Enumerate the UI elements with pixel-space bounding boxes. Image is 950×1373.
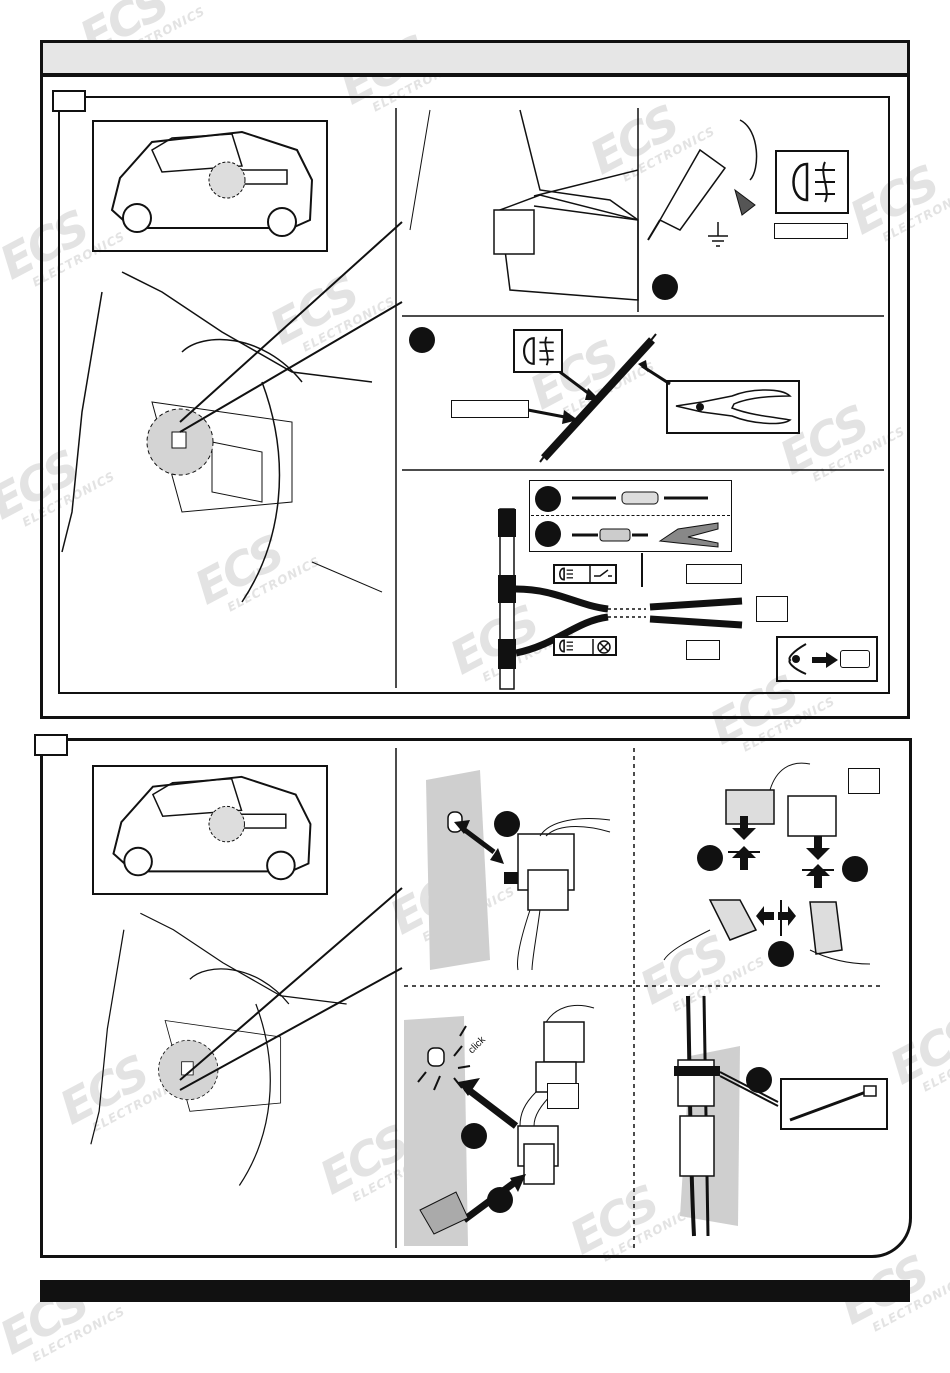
wire-color-label <box>451 400 529 418</box>
pliers-icon <box>675 389 792 425</box>
boot-interior-illustration <box>90 912 347 1186</box>
arrow-right-icon <box>812 652 838 668</box>
step-bullet <box>652 274 678 300</box>
step-1-panel <box>58 96 890 694</box>
cable-tie-illustration <box>674 995 779 1237</box>
step-bullet <box>487 1187 513 1213</box>
rear-fog-lamp-icon <box>792 161 835 203</box>
step-bullet <box>409 327 435 353</box>
step-1-number-box <box>52 90 86 112</box>
wire-color-label <box>774 223 848 239</box>
wire-color-label <box>686 640 720 660</box>
wire-cut-illustration <box>527 333 671 463</box>
click-text: click <box>466 1034 488 1056</box>
car-rear-illustration <box>112 775 312 881</box>
connector-removal-illustration <box>426 770 611 971</box>
step-bullet <box>494 811 520 837</box>
step-bullet <box>535 486 561 512</box>
rear-fog-lamp-icon <box>523 336 554 366</box>
step-bullet <box>535 521 561 547</box>
result-box <box>840 650 870 668</box>
step-bullet <box>697 845 723 871</box>
zoom-lines <box>179 748 884 1248</box>
car-rear-view <box>92 120 328 252</box>
splice-divider <box>531 515 730 516</box>
step-2-number-box <box>34 734 68 756</box>
section-1-frame <box>40 74 910 719</box>
rear-light-cluster-illustration <box>409 109 639 301</box>
wiring-diagram <box>498 508 743 690</box>
pliers-box <box>666 380 800 434</box>
connector-click-illustration: click <box>404 1004 595 1246</box>
cable-tie-icon <box>789 1085 877 1122</box>
boot-interior-illustration <box>61 271 383 603</box>
rear-fog-lamp-icon <box>559 567 573 581</box>
step-bullet <box>461 1123 487 1149</box>
step-bullet <box>746 1067 772 1093</box>
detail-label-box <box>848 768 880 794</box>
switch-wire-label <box>553 564 617 584</box>
footer-bar <box>40 1280 910 1302</box>
connector-mating-illustration <box>663 762 871 965</box>
wire-color-label <box>756 596 788 622</box>
wire-color-label <box>686 564 742 584</box>
bulb-icon <box>592 639 611 655</box>
step-bullet <box>842 856 868 882</box>
test-lamp-icon <box>647 119 758 247</box>
detail-label-box <box>547 1083 579 1109</box>
car-rear-view <box>92 765 328 895</box>
eye-icon <box>788 643 807 675</box>
fog-lamp-symbol-box <box>775 150 849 214</box>
fog-lamp-symbol-box <box>513 329 563 373</box>
section-2-frame <box>40 738 912 1258</box>
crimp-tool-icon <box>572 522 719 548</box>
car-rear-illustration <box>110 130 314 237</box>
rear-fog-lamp-icon <box>559 639 573 653</box>
switch-icon <box>589 566 612 582</box>
inspection-box <box>776 636 878 682</box>
step-bullet <box>768 941 794 967</box>
solder-splice-icon <box>572 491 708 505</box>
cable-tie-box <box>780 1078 888 1130</box>
